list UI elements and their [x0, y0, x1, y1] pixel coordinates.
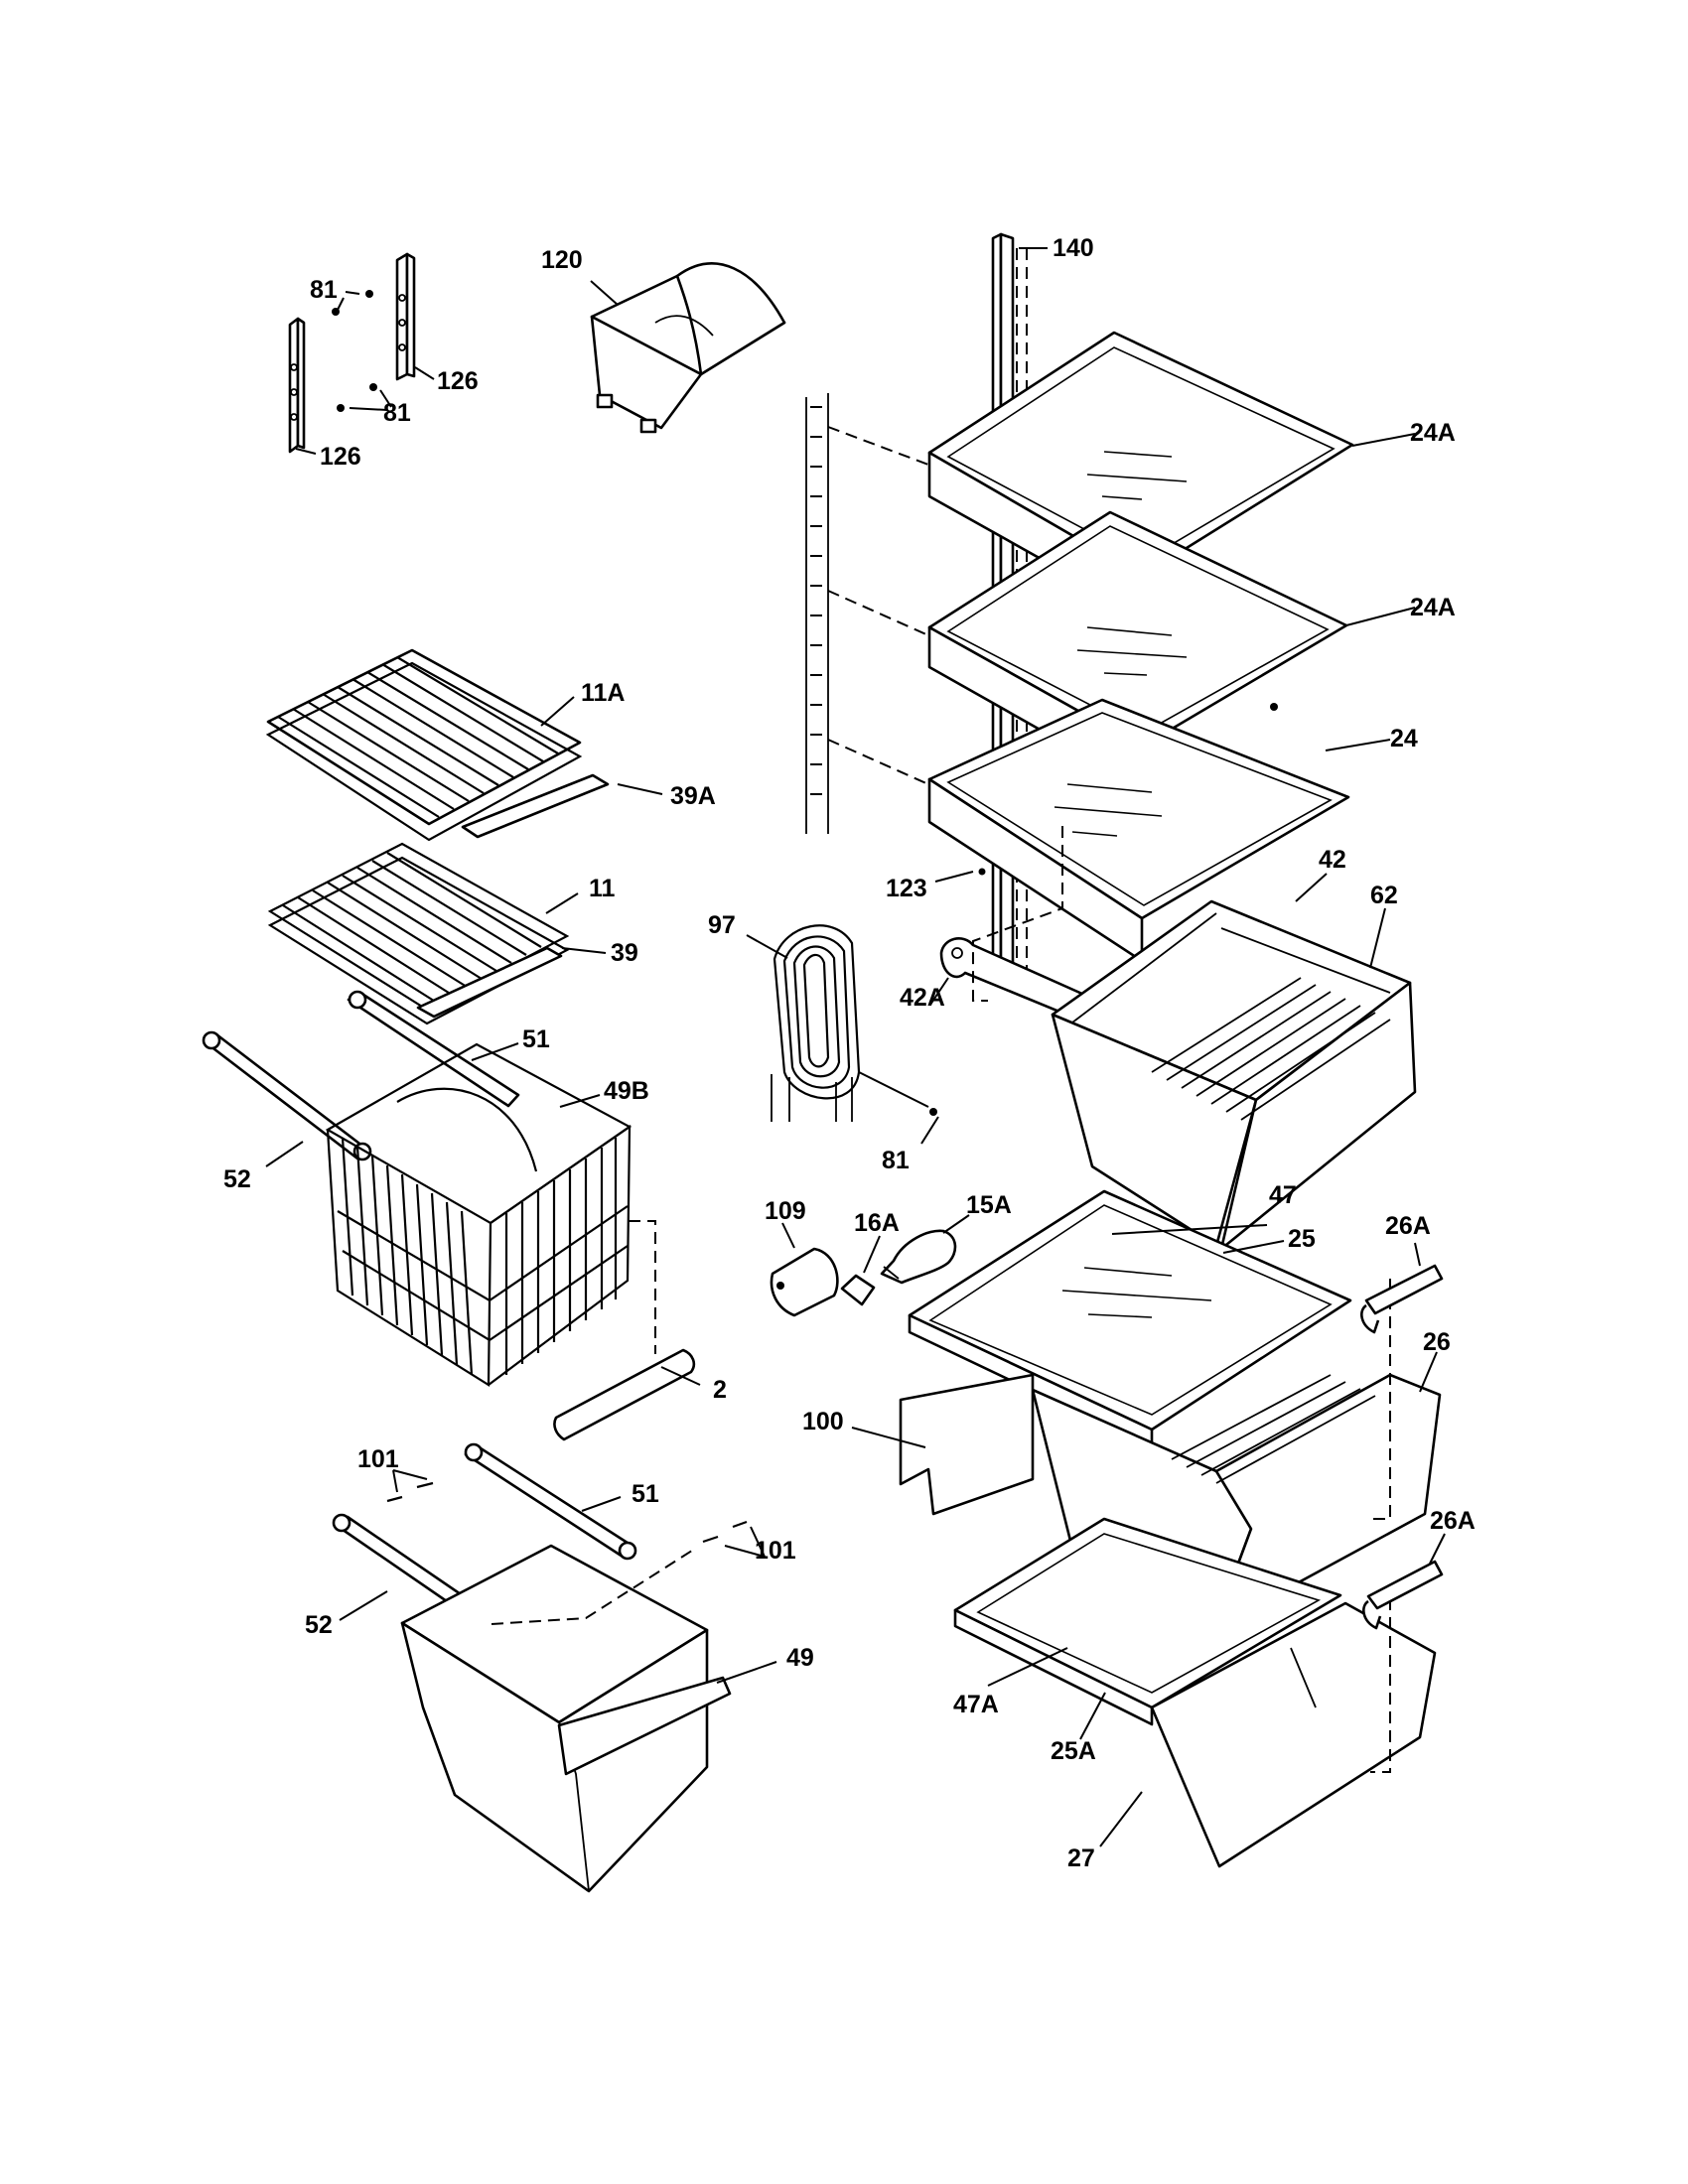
screw-81 [332, 290, 377, 412]
label-27: 27 [1067, 1844, 1095, 1872]
label-15a: 15A [966, 1191, 1012, 1219]
label-101: 101 [357, 1445, 399, 1473]
wire-shelf-11a [265, 648, 583, 842]
bracket-26a-lower [1362, 1533, 1446, 1630]
slide-51-lower [464, 1442, 637, 1561]
label-42: 42 [1319, 846, 1346, 874]
condenser-coil-97 [746, 924, 939, 1145]
label-101: 101 [755, 1537, 796, 1565]
light-cover-109 [770, 1222, 839, 1317]
socket-16a [840, 1235, 881, 1306]
slide-51-upper [347, 990, 520, 1108]
label-25: 25 [1288, 1225, 1316, 1253]
label-62: 62 [1370, 882, 1398, 909]
label-100: 100 [802, 1408, 844, 1435]
trim-39a [461, 773, 663, 839]
label-126: 126 [320, 443, 361, 471]
label-16a: 16A [854, 1209, 900, 1237]
label-2: 2 [713, 1376, 727, 1404]
label-26a: 26A [1385, 1212, 1431, 1240]
part-120-bin [590, 262, 786, 434]
label-52: 52 [305, 1611, 333, 1639]
label-39a: 39A [670, 782, 716, 810]
cover-100 [851, 1373, 1035, 1516]
label-140: 140 [1053, 234, 1094, 262]
label-39: 39 [611, 939, 638, 967]
label-126: 126 [437, 367, 479, 395]
label-97: 97 [708, 911, 736, 939]
callout-labels: 140 120 81 81 81 126 126 24A 24A 24 11A … [223, 234, 1476, 1872]
trim-39 [416, 946, 607, 1019]
glass-cover-47a [953, 1517, 1342, 1740]
storage-bin-49 [400, 1544, 777, 1893]
bracket-26a-upper [1360, 1242, 1444, 1334]
crisper-drawer-27 [1099, 1598, 1437, 1868]
wire-shelf-11 [267, 842, 579, 1025]
trim-2 [553, 1220, 701, 1441]
label-123: 123 [886, 875, 927, 902]
crisper-drawer-62 [1051, 873, 1417, 1251]
bulb-15a [880, 1214, 970, 1285]
slide-52-upper [202, 1030, 372, 1167]
label-25a: 25A [1051, 1737, 1096, 1765]
rear-ladder-rail [805, 393, 929, 834]
label-47: 47 [1269, 1181, 1297, 1209]
label-51: 51 [522, 1025, 550, 1053]
label-11: 11 [589, 875, 616, 902]
wire-basket-49b [325, 1042, 633, 1387]
label-52: 52 [223, 1165, 251, 1193]
label-120: 120 [541, 246, 583, 274]
label-49: 49 [786, 1644, 814, 1672]
label-24a: 24A [1410, 419, 1456, 447]
screw-101 [386, 1469, 766, 1558]
label-109: 109 [765, 1197, 806, 1225]
label-24: 24 [1390, 725, 1418, 752]
label-81: 81 [310, 276, 338, 304]
label-49b: 49B [604, 1077, 649, 1105]
label-26: 26 [1423, 1328, 1451, 1356]
label-11a: 11A [581, 679, 625, 707]
label-42a: 42A [900, 984, 945, 1012]
label-81: 81 [882, 1147, 910, 1174]
label-24a: 24A [1410, 594, 1456, 621]
label-81: 81 [383, 399, 411, 427]
label-47a: 47A [953, 1691, 999, 1718]
part-126-brackets [288, 252, 435, 455]
label-26a: 26A [1430, 1507, 1476, 1535]
label-51: 51 [632, 1480, 659, 1508]
